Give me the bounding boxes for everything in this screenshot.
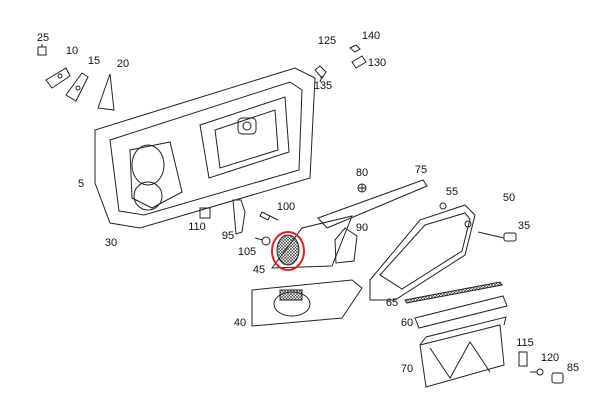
part-label-20: 20 [116,58,130,70]
part-125-140-130-135-fasteners [314,44,367,83]
part-55-clip [439,202,447,210]
part-90-handle-bracket [334,227,358,264]
part-label-50: 50 [502,192,516,204]
part-label-75: 75 [414,164,428,176]
part-label-85: 85 [566,362,580,374]
part-60-trim [414,295,508,329]
part-label-15: 15 [87,55,101,67]
part-120-screw [530,368,544,376]
part-label-90: 90 [355,222,369,234]
part-label-95: 95 [221,230,235,242]
part-label-40: 40 [233,317,247,329]
part-25-clip [37,44,47,56]
part-label-45: 45 [252,264,266,276]
part-label-140: 140 [361,30,381,42]
part-label-10: 10 [65,45,79,57]
part-label-80: 80 [355,167,369,179]
part-label-130: 130 [367,57,387,69]
part-70-storage-pocket [419,316,507,388]
part-115-clip [518,351,528,367]
part-label-70: 70 [400,363,414,375]
part-label-65: 65 [385,297,399,309]
part-10-cover [45,67,71,89]
part-105-screw [254,236,271,246]
part-80-clip [357,183,367,193]
part-15-cover [65,72,89,102]
part-label-55: 55 [445,186,459,198]
part-45-speaker-cover [270,215,353,269]
part-label-115: 115 [516,337,534,349]
part-label-60: 60 [400,317,414,329]
part-label-120: 120 [540,352,560,364]
part-label-25: 25 [36,32,50,44]
part-label-105: 105 [237,246,257,258]
part-85-cap [551,372,564,384]
part-label-100: 100 [276,201,296,213]
part-label-135: 135 [313,80,333,92]
part-5-door-inner-panel [94,67,316,229]
part-20-trim [97,73,115,111]
part-40-lower-trim-panel [251,279,363,327]
part-75-trim-strip [317,179,428,229]
part-label-35: 35 [517,220,531,232]
part-label-30: 30 [104,237,118,249]
part-65-strip [404,281,503,304]
part-label-110: 110 [188,221,206,233]
part-35-clip [477,231,517,242]
part-50-armrest-frame [369,204,476,301]
part-95-bracket [232,199,246,235]
part-110-clip [199,207,211,219]
highlight-circle [271,231,305,271]
part-label-5: 5 [77,178,85,190]
part-label-125: 125 [317,35,337,47]
part-100-screw [259,211,279,221]
